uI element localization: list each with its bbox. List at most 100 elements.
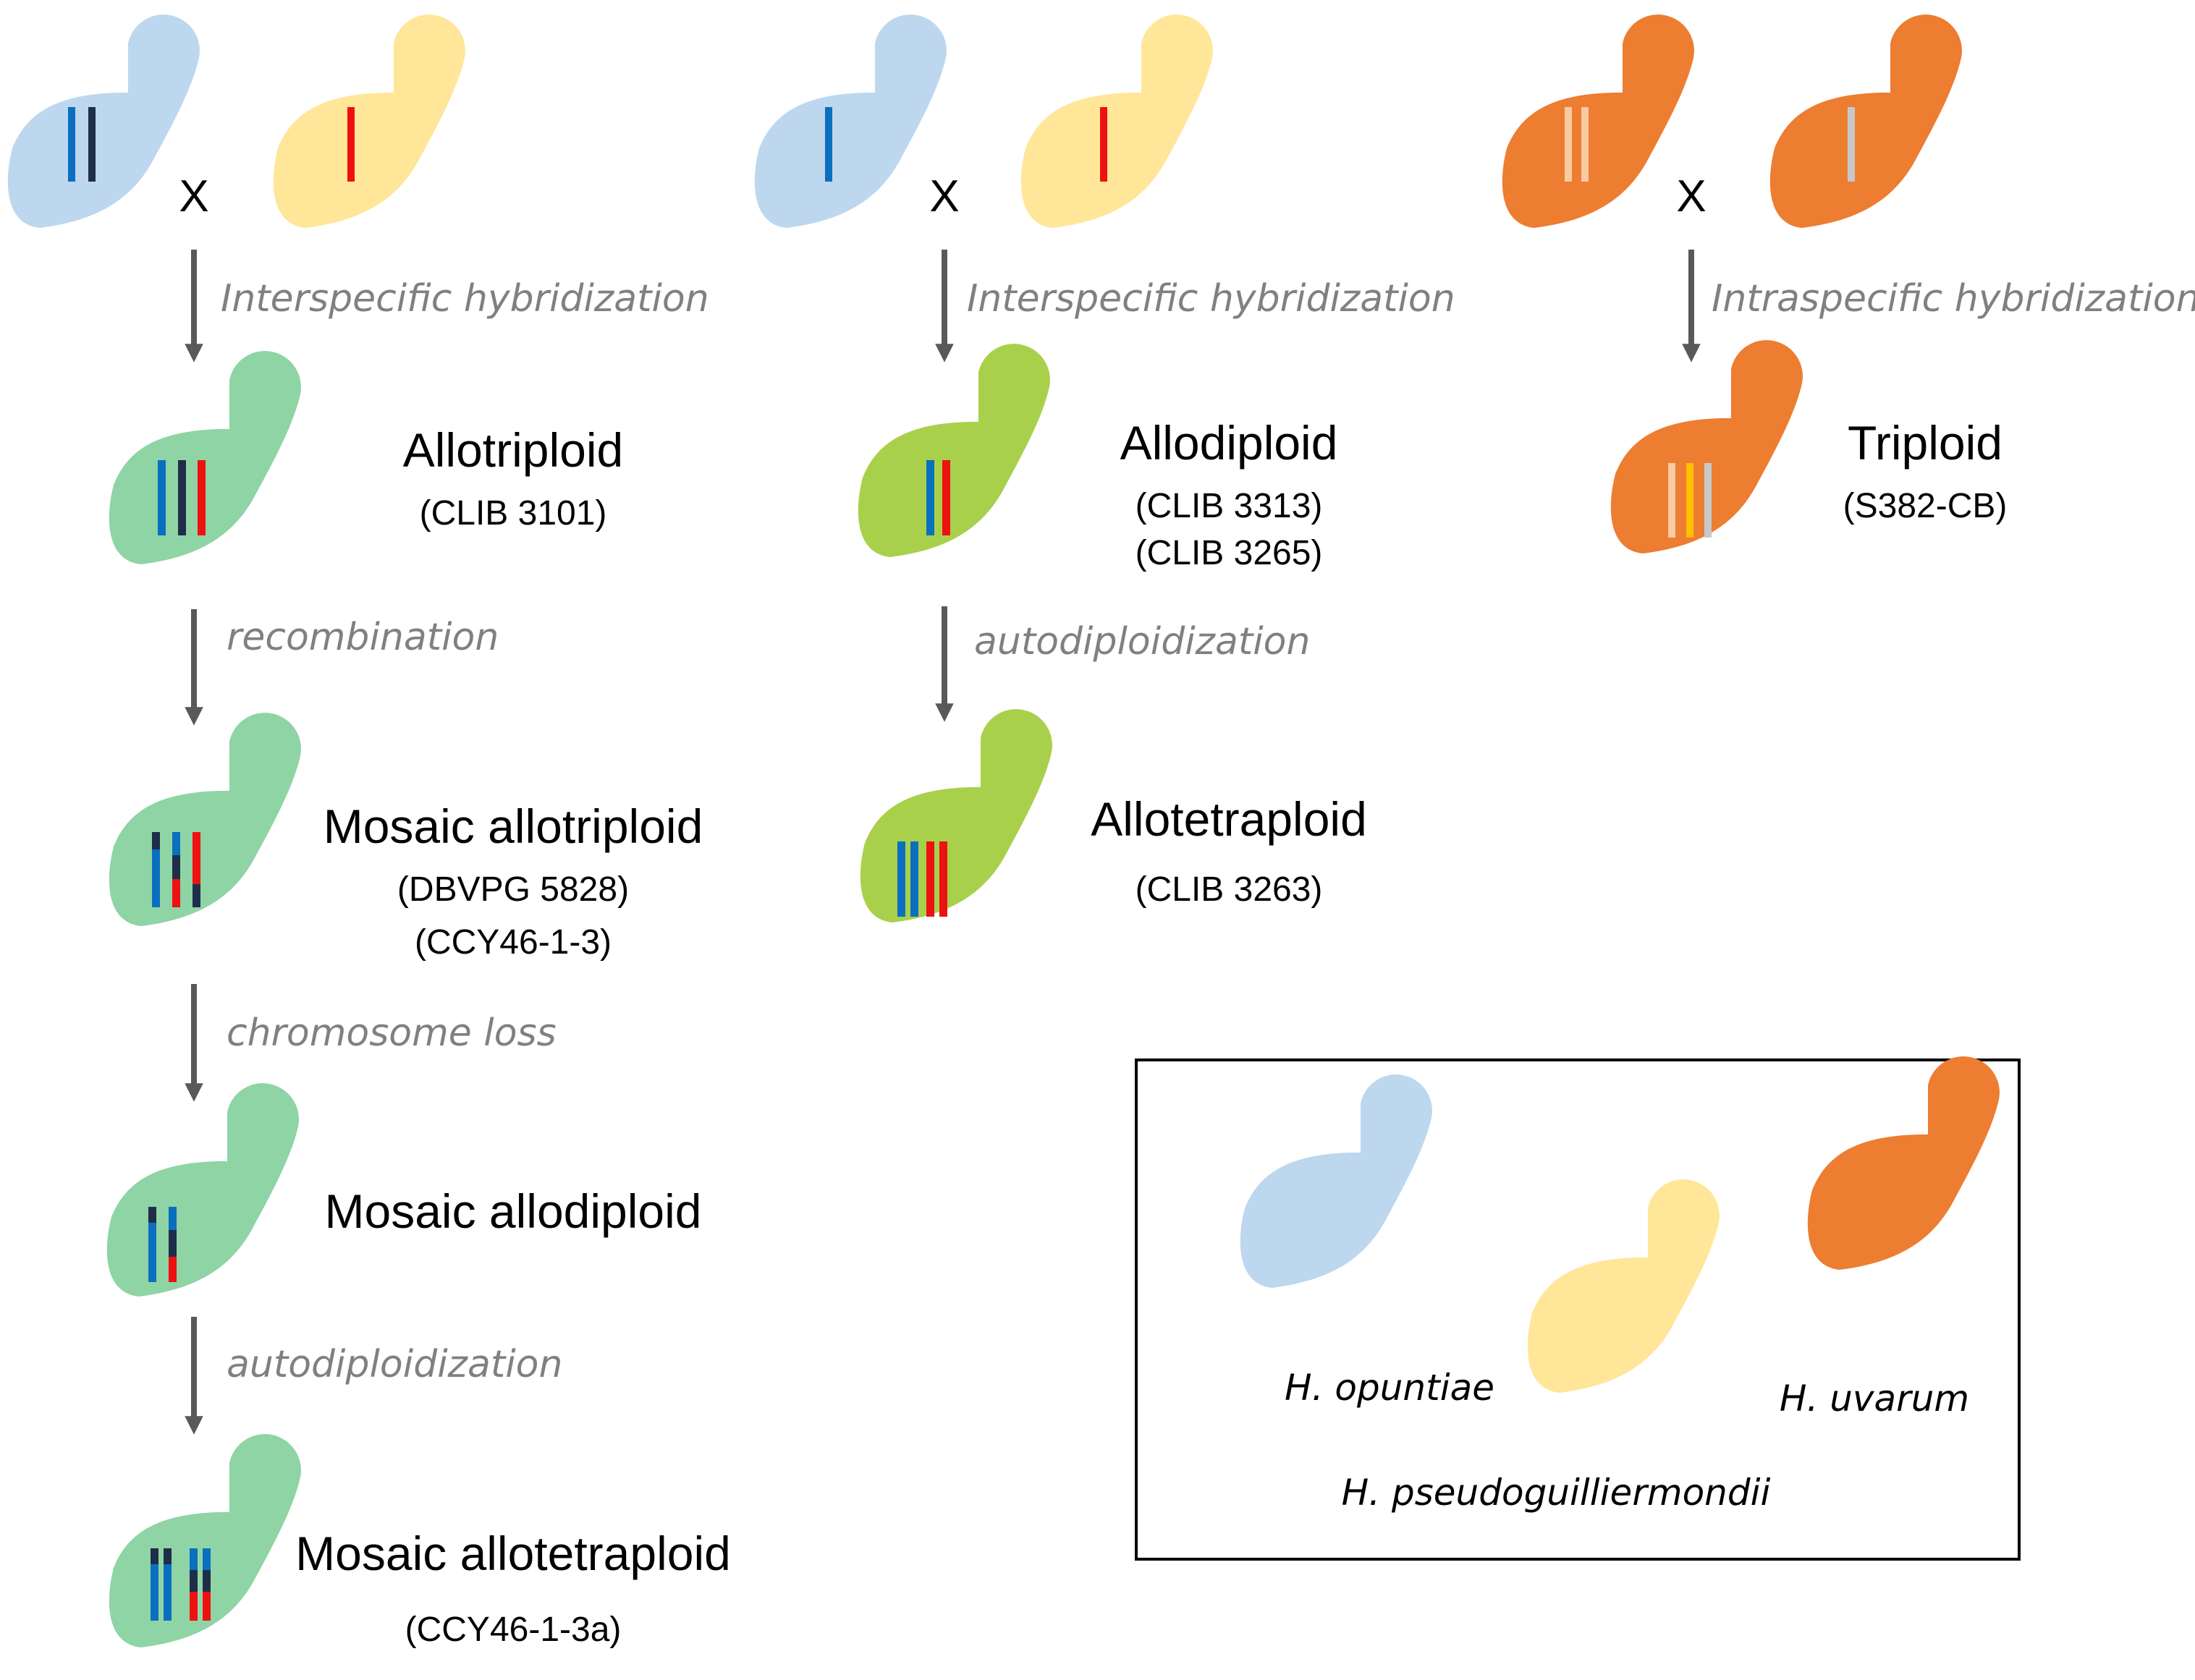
chromosome-segment-red [172, 879, 180, 907]
chromosome-navy [169, 1207, 177, 1282]
chromosome-red [1100, 107, 1107, 182]
chromosome-blue [910, 841, 918, 917]
chromosome-navy [88, 107, 96, 182]
hybridization-label-col1: Interspecific hybridization [221, 277, 709, 321]
legend-label-h-pseudoguilliermondii: H. pseudoguilliermondii [1342, 1472, 1771, 1514]
chromosome-segment-navy [193, 884, 200, 907]
chromosome-blue [152, 832, 160, 907]
chromosome-red [939, 841, 947, 917]
allotriploid-cell [109, 351, 301, 564]
chromosome-red [347, 107, 355, 182]
yeast-cell-allotetraploid [860, 709, 1052, 922]
strain-label: (CCY46-1-3) [415, 923, 612, 962]
yeast-cell-h-uvarum [1502, 14, 1694, 228]
ploidy-title: Mosaic allotriploid [323, 799, 703, 853]
chromosome-grey [1704, 463, 1712, 538]
transition-label-chromosome-loss: chromosome loss [227, 1011, 557, 1055]
chromosome-navy [172, 832, 180, 907]
chromosome-segment-blue [172, 832, 180, 855]
legend-yeast-h-opuntiae [1240, 1074, 1432, 1288]
species-legend: H. opuntiae H. pseudoguilliermondii H. u… [1135, 1056, 2021, 1561]
ploidy-title: Allotriploid [403, 423, 623, 477]
chromosome-segment-blue [203, 1548, 211, 1570]
strain-label: (DBVPG 5828) [397, 870, 629, 909]
chromosome-segment-red [169, 1257, 177, 1282]
chromosome-red [193, 832, 200, 907]
chromosome-segment-red [190, 1592, 198, 1621]
transition-label-autodiploidization: autodiploidization [974, 620, 1310, 663]
transition-label-autodiploidization: autodiploidization [227, 1343, 562, 1386]
yeast-cell-h-opuntiae [7, 14, 200, 228]
chromosome-light-orange [1668, 463, 1675, 538]
chromosome-yellow [1686, 463, 1693, 538]
chromosome-segment-navy [152, 832, 160, 849]
parent-h-pseudoguilliermondii-col2 [1020, 14, 1213, 228]
chromosome-segment-blue [190, 1548, 198, 1570]
cross-symbol: X [929, 171, 959, 221]
legend-yeast-h-pseudoguilliermondii [1527, 1179, 1720, 1393]
legend-box [1135, 1059, 2021, 1561]
cross-symbol: X [179, 171, 208, 221]
triploid-cell [1610, 340, 1803, 553]
legend-label-h-uvarum: H. uvarum [1780, 1378, 1969, 1420]
parent-h-opuntiae-col2 [754, 14, 947, 228]
chromosome-segment-red [203, 1592, 211, 1621]
parent-h-pseudoguilliermondii-col1 [273, 14, 465, 228]
yeast-cell-h-uvarum [1769, 14, 1962, 228]
chromosome-red [942, 460, 950, 535]
chromosome-segment-navy [151, 1548, 158, 1564]
ploidy-title: Allodiploid [1120, 416, 1338, 470]
mosaic-allotriploid-cell [109, 713, 301, 926]
chromosome-navy [178, 460, 186, 535]
chromosome-blue [68, 107, 75, 182]
parent-h-opuntiae-col1 [7, 14, 200, 228]
transition-label-recombination: recombination [227, 616, 499, 659]
chromosome-segment-navy [164, 1548, 172, 1564]
chromosome-blue [151, 1548, 158, 1621]
chromosome-segment-navy [148, 1207, 156, 1223]
parent-h-uvarum-col3-b [1769, 14, 1962, 228]
legend-yeast-h-uvarum [1807, 1056, 2000, 1270]
yeast-cell-allodiploid [858, 344, 1050, 557]
hybridization-label-col3: Intraspecific hybridization [1712, 277, 2195, 321]
chromosome-blue [158, 460, 166, 535]
strain-label: (CLIB 3265) [1135, 534, 1323, 572]
yeast-cell-h-pseudoguilliermondii [273, 14, 465, 228]
chromosome-blue [825, 107, 832, 182]
mosaic-allotetraploid-cell [109, 1434, 301, 1647]
chromosome-navy [203, 1548, 211, 1621]
strain-label: (CLIB 3313) [1135, 487, 1323, 525]
chromosome-blue [926, 460, 934, 535]
chromosome-grey [1848, 107, 1855, 182]
chromosome-blue [164, 1548, 172, 1621]
mosaic-allodiploid-cell [106, 1083, 299, 1297]
parent-h-uvarum-col3-a [1502, 14, 1694, 228]
ploidy-title: Allotetraploid [1091, 792, 1367, 846]
yeast-cell-mosaic-allodiploid [106, 1083, 299, 1297]
strain-label: (CCY46-1-3a) [405, 1611, 622, 1649]
yeast-cell-h-pseudoguilliermondii [1020, 14, 1213, 228]
strain-label: (CLIB 3101) [420, 494, 607, 533]
yeast-cell-h-opuntiae [754, 14, 947, 228]
strain-label: (S382-CB) [1843, 487, 2008, 525]
chromosome-navy [190, 1548, 198, 1621]
cross-symbol: X [1676, 171, 1706, 221]
chromosome-red [198, 460, 206, 535]
yeast-cell-mosaic-allotriploid [109, 713, 301, 926]
allotetraploid-cell [860, 709, 1052, 922]
chromosome-blue [148, 1207, 156, 1282]
ploidy-title: Mosaic allodiploid [325, 1184, 702, 1238]
chromosome-light-orange [1581, 107, 1589, 182]
chromosome-red [926, 841, 934, 917]
hybridization-label-col2: Interspecific hybridization [967, 277, 1455, 321]
legend-label-h-opuntiae: H. opuntiae [1285, 1367, 1494, 1409]
ploidy-title: Triploid [1848, 416, 2002, 470]
chromosome-segment-blue [169, 1207, 177, 1230]
ploidy-title: Mosaic allotetraploid [295, 1527, 731, 1580]
strain-label: (CLIB 3263) [1135, 870, 1323, 909]
allodiploid-cell [858, 344, 1050, 557]
chromosome-blue [897, 841, 905, 917]
chromosome-light-orange [1565, 107, 1572, 182]
